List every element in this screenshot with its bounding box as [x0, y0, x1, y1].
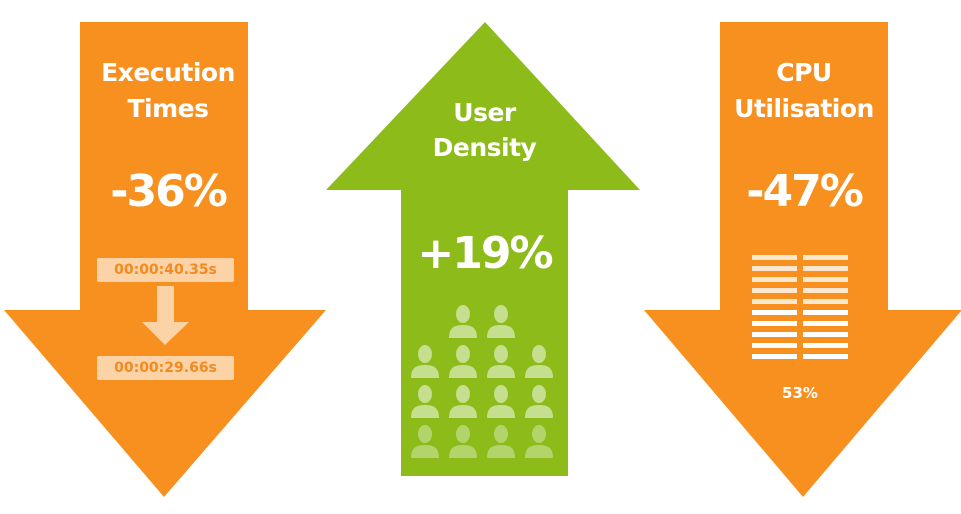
execution-label-line1: Execution [101, 58, 235, 87]
cpu-meter-row [752, 277, 848, 282]
cpu-meter-bar [803, 343, 848, 348]
execution-label-line2: Times [127, 94, 209, 123]
time-before-badge: 00:00:40.35s [97, 258, 234, 282]
cpu-meter-row [752, 299, 848, 304]
cpu-meter-row [752, 255, 848, 260]
person-icon [487, 345, 515, 378]
cpu-meter-bar [803, 277, 848, 282]
person-icon [449, 425, 477, 458]
person-icon [449, 305, 477, 338]
cpu-meter-bar [803, 288, 848, 293]
cpu-meter-bar [803, 332, 848, 337]
cpu-meter-bar [752, 255, 797, 260]
person-icon [487, 305, 515, 338]
cpu-change-value: -47% [746, 166, 864, 217]
cpu-meter-bar [803, 310, 848, 315]
person-icon [525, 385, 553, 418]
cpu-meter-bar [752, 266, 797, 271]
cpu-meter-row [752, 332, 848, 337]
person-icon [525, 425, 553, 458]
cpu-meter-bar [803, 299, 848, 304]
time-after-badge: 00:00:29.66s [97, 356, 234, 380]
cpu-meter-row [752, 354, 848, 359]
person-icon [487, 385, 515, 418]
cpu-meter-row [752, 266, 848, 271]
cpu-meter-bar [752, 354, 797, 359]
cpu-meter-bar [752, 310, 797, 315]
person-icon [411, 385, 439, 418]
user-density-label-line2: Density [432, 133, 537, 162]
cpu-meter-bar [752, 321, 797, 326]
cpu-meter-row [752, 343, 848, 348]
cpu-meter-bar [803, 354, 848, 359]
cpu-meter-row [752, 321, 848, 326]
person-icon [411, 425, 439, 458]
cpu-meter-row [752, 310, 848, 315]
cpu-meter-bar [752, 332, 797, 337]
cpu-label-line1: CPU [776, 58, 832, 87]
cpu-usage-value: 53% [782, 384, 818, 402]
cpu-meter-row [752, 288, 848, 293]
cpu-meter-bar [752, 343, 797, 348]
person-icon [411, 345, 439, 378]
user-density-change-value: +19% [417, 228, 553, 279]
person-icon [449, 345, 477, 378]
person-icon [487, 425, 515, 458]
cpu-meter-bar [752, 299, 797, 304]
person-icon [525, 345, 553, 378]
cpu-label-line2: Utilisation [734, 94, 874, 123]
cpu-meter-bar [752, 277, 797, 282]
execution-change-value: -36% [110, 166, 228, 217]
person-icon [449, 385, 477, 418]
cpu-meter [752, 255, 848, 365]
cpu-meter-bar [803, 321, 848, 326]
cpu-meter-bar [803, 266, 848, 271]
cpu-meter-bar [752, 288, 797, 293]
cpu-meter-bar [803, 255, 848, 260]
people-grid [410, 304, 560, 464]
user-density-label-line1: User [453, 98, 516, 127]
